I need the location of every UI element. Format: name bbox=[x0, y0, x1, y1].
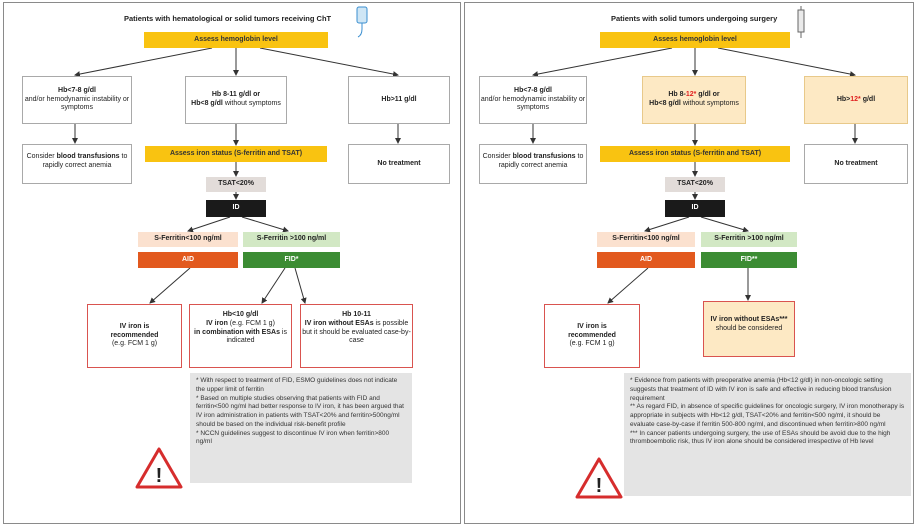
left-no-treatment-label: No treatment bbox=[377, 159, 421, 167]
left-transfusion-bold: blood transfusions bbox=[56, 153, 120, 160]
left-fid-tag: FID* bbox=[243, 252, 340, 268]
right-note-3: *** In cancer patients undergoing surger… bbox=[630, 429, 891, 446]
right-aid-tag: AID bbox=[597, 252, 695, 268]
right-tsat-tag: TSAT<20% bbox=[665, 177, 725, 192]
right-no-treatment-label: No treatment bbox=[834, 159, 878, 167]
left-hb-mid-line3: without symptoms bbox=[224, 100, 281, 107]
right-iv-rec-normal: (e.g. FCM 1 g) bbox=[569, 340, 615, 348]
left-iv-combo-b3: in combination with ESAs bbox=[194, 328, 280, 336]
left-iv-combo-n3: is indicated bbox=[226, 328, 287, 345]
right-iv-noesa-normal: should be considered bbox=[715, 324, 783, 332]
left-hb-high-label: Hb>11 g/dl bbox=[381, 95, 417, 103]
left-iv-noesa-line1: Hb 10-11 bbox=[342, 311, 371, 318]
right-hb-low-line2: and/or hemodynamic instability or sympto… bbox=[480, 95, 586, 112]
left-iv-rec-normal: (e.g. FCM 1 g) bbox=[111, 340, 158, 348]
right-panel bbox=[464, 2, 914, 524]
left-hb-high-box: Hb>11 g/dl bbox=[348, 76, 450, 124]
left-ferritin-high: S-Ferritin >100 ng/ml bbox=[243, 232, 340, 247]
right-hb-mid-b: g/dl or bbox=[696, 91, 720, 99]
left-id-tag: ID bbox=[206, 200, 266, 217]
right-hb-high-red: 12* bbox=[850, 95, 861, 103]
right-title: Patients with solid tumors undergoing su… bbox=[611, 14, 778, 23]
right-hb-mid-red: 12* bbox=[685, 91, 697, 99]
right-hb-low-line1: Hb<7-8 g/dl bbox=[514, 86, 552, 94]
right-hb-mid-a: Hb 8- bbox=[668, 91, 686, 99]
right-assess-hb: Assess hemoglobin level bbox=[600, 32, 790, 48]
right-id-tag: ID bbox=[665, 200, 725, 217]
left-hb-low-line2: and/or hemodynamic instability or sympto… bbox=[24, 95, 130, 112]
right-ferritin-low: S-Ferritin<100 ng/ml bbox=[597, 232, 695, 247]
left-hb-mid-box: Hb 8-11 g/dl or Hb<8 g/dl without sympto… bbox=[185, 76, 287, 124]
warning-triangle-icon: ! bbox=[135, 447, 183, 489]
left-no-treatment-box: No treatment bbox=[348, 144, 450, 184]
right-hb-high-box: Hb>12* g/dl bbox=[804, 76, 908, 124]
left-hb-low-line1: Hb<7-8 g/dl bbox=[58, 86, 96, 94]
left-iv-noesa-b2: IV iron without ESAs bbox=[304, 319, 374, 327]
right-hb-high-a: Hb> bbox=[836, 95, 851, 103]
left-note-3: * NCCN guidelines suggest to discontinue… bbox=[196, 429, 390, 446]
iv-bag-icon bbox=[356, 6, 368, 38]
left-iv-combo-b2: IV iron bbox=[206, 319, 228, 327]
right-hb-high-b: g/dl bbox=[860, 95, 876, 103]
right-fid-tag: FID** bbox=[701, 252, 797, 268]
svg-text:!: ! bbox=[596, 475, 603, 497]
left-iv-noesa-n2: is possible but it should be evaluated c… bbox=[302, 319, 411, 345]
left-hb-mid-line2: Hb<8 g/dl bbox=[191, 100, 223, 107]
svg-text:!: ! bbox=[156, 465, 163, 487]
right-iv-noesa-bold: IV iron without ESAs*** bbox=[710, 316, 788, 323]
left-notes-box: * With respect to treatment of FID, ESMO… bbox=[190, 373, 412, 483]
right-iv-noesa-box: IV iron without ESAs*** should be consid… bbox=[703, 301, 795, 357]
left-transfusion-box: Consider blood transfusions to rapidly c… bbox=[22, 144, 132, 184]
left-iv-combo-line1: Hb<10 g/dl bbox=[222, 311, 259, 318]
left-iv-recommended-box: IV iron is recommended (e.g. FCM 1 g) bbox=[87, 304, 182, 368]
left-hb-low-box: Hb<7-8 g/dl and/or hemodynamic instabili… bbox=[22, 76, 132, 124]
right-transfusion-box: Consider blood transfusions to rapidly c… bbox=[479, 144, 587, 184]
right-transfusion-bold: blood transfusions bbox=[512, 153, 576, 160]
right-hb-mid-line2: Hb<8 g/dl bbox=[649, 100, 681, 107]
left-iv-combo-box: Hb<10 g/dl IV iron (e.g. FCM 1 g) in com… bbox=[189, 304, 292, 368]
left-panel bbox=[3, 2, 461, 524]
right-ferritin-high: S-Ferritin >100 ng/ml bbox=[701, 232, 797, 247]
left-transfusion-post: to rapidly correct anemia bbox=[42, 153, 128, 169]
right-notes-box: * Evidence from patients with preoperati… bbox=[624, 373, 911, 496]
left-iv-noesa-box: Hb 10-11 IV iron without ESAs is possibl… bbox=[300, 304, 413, 368]
left-note-2: * Based on multiple studies observing th… bbox=[196, 394, 404, 428]
left-tsat-tag: TSAT<20% bbox=[206, 177, 266, 192]
right-iv-rec-bold: IV iron is recommended bbox=[568, 322, 616, 339]
right-hb-mid-line3: without symptoms bbox=[682, 100, 739, 107]
left-assess-hb: Assess hemoglobin level bbox=[144, 32, 328, 48]
right-note-2: ** As regard FID, in absence of specific… bbox=[630, 403, 905, 428]
left-title: Patients with hematological or solid tum… bbox=[124, 14, 332, 23]
right-transfusion-post: to rapidly correct anemia bbox=[498, 153, 584, 169]
syringe-icon bbox=[797, 6, 805, 38]
right-note-1: * Evidence from patients with preoperati… bbox=[630, 377, 892, 402]
right-no-treatment-box: No treatment bbox=[804, 144, 908, 184]
warning-triangle-icon: ! bbox=[575, 457, 623, 499]
left-aid-tag: AID bbox=[138, 252, 238, 268]
left-ferritin-low: S-Ferritin<100 ng/ml bbox=[138, 232, 238, 247]
right-assess-iron: Assess iron status (S-ferritin and TSAT) bbox=[600, 146, 790, 162]
left-note-1: * With respect to treatment of FID, ESMO… bbox=[196, 377, 398, 393]
right-hb-low-box: Hb<7-8 g/dl and/or hemodynamic instabili… bbox=[479, 76, 587, 124]
left-transfusion-pre: Consider bbox=[26, 153, 57, 160]
right-hb-mid-box: Hb 8-12* g/dl or Hb<8 g/dl without sympt… bbox=[642, 76, 746, 124]
right-transfusion-pre: Consider bbox=[482, 153, 513, 160]
left-iv-rec-bold: IV iron is recommended bbox=[110, 322, 159, 339]
right-iv-recommended-box: IV iron is recommended (e.g. FCM 1 g) bbox=[544, 304, 640, 368]
left-iv-combo-n2: (e.g. FCM 1 g) bbox=[227, 319, 275, 327]
left-hb-mid-line1: Hb 8-11 g/dl or bbox=[211, 91, 261, 99]
left-assess-iron: Assess iron status (S-ferritin and TSAT) bbox=[145, 146, 327, 162]
